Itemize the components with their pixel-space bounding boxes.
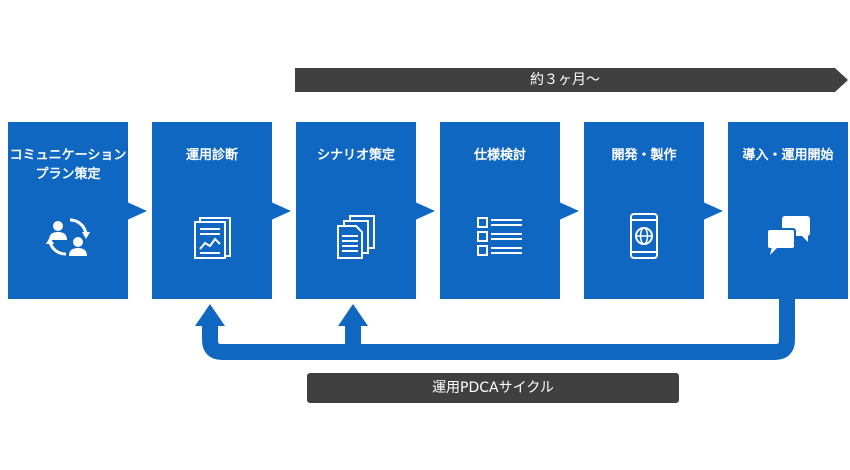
- checklist-icon: [477, 217, 522, 256]
- people-cycle-icon: [46, 218, 90, 256]
- step-launch-operation: 導入・運用開始: [728, 122, 848, 299]
- pdca-loop-branch: [345, 322, 361, 354]
- connector-arrow: [703, 202, 723, 220]
- step-label: 導入・運用開始: [742, 148, 834, 163]
- pdca-cycle-label: 運用PDCAサイクル: [307, 373, 679, 403]
- duration-label: 約３ヶ月〜: [530, 72, 600, 88]
- step-communication-plan: コミュニケーション プラン策定: [8, 122, 128, 299]
- step-operation-diagnosis: 運用診断: [152, 122, 272, 299]
- step-label: 運用診断: [185, 148, 238, 163]
- connector-arrow: [271, 202, 291, 220]
- step-label: 開発・製作: [611, 148, 677, 163]
- pdca-arrowhead-scenario: [338, 304, 368, 326]
- chat-bubbles-icon: [766, 216, 810, 255]
- pdca-arrowhead-diagnosis: [195, 304, 225, 326]
- step-specification-review: 仕様検討: [440, 122, 560, 299]
- connector-arrow: [559, 202, 579, 220]
- connector-arrow: [127, 202, 147, 220]
- step-label: コミュニケーション プラン策定: [9, 148, 127, 182]
- smartphone-globe-icon: [630, 213, 658, 259]
- duration-arrow: [295, 68, 848, 92]
- step-scenario-planning: シナリオ策定: [296, 122, 416, 299]
- connector-arrow: [415, 202, 435, 220]
- step-label: シナリオ策定: [316, 148, 395, 163]
- step-development: 開発・製作: [584, 122, 704, 299]
- report-chart-icon: [194, 217, 231, 259]
- pdca-loop-line: [202, 299, 795, 360]
- step-label: 仕様検討: [473, 148, 526, 163]
- documents-stack-icon: [337, 215, 375, 259]
